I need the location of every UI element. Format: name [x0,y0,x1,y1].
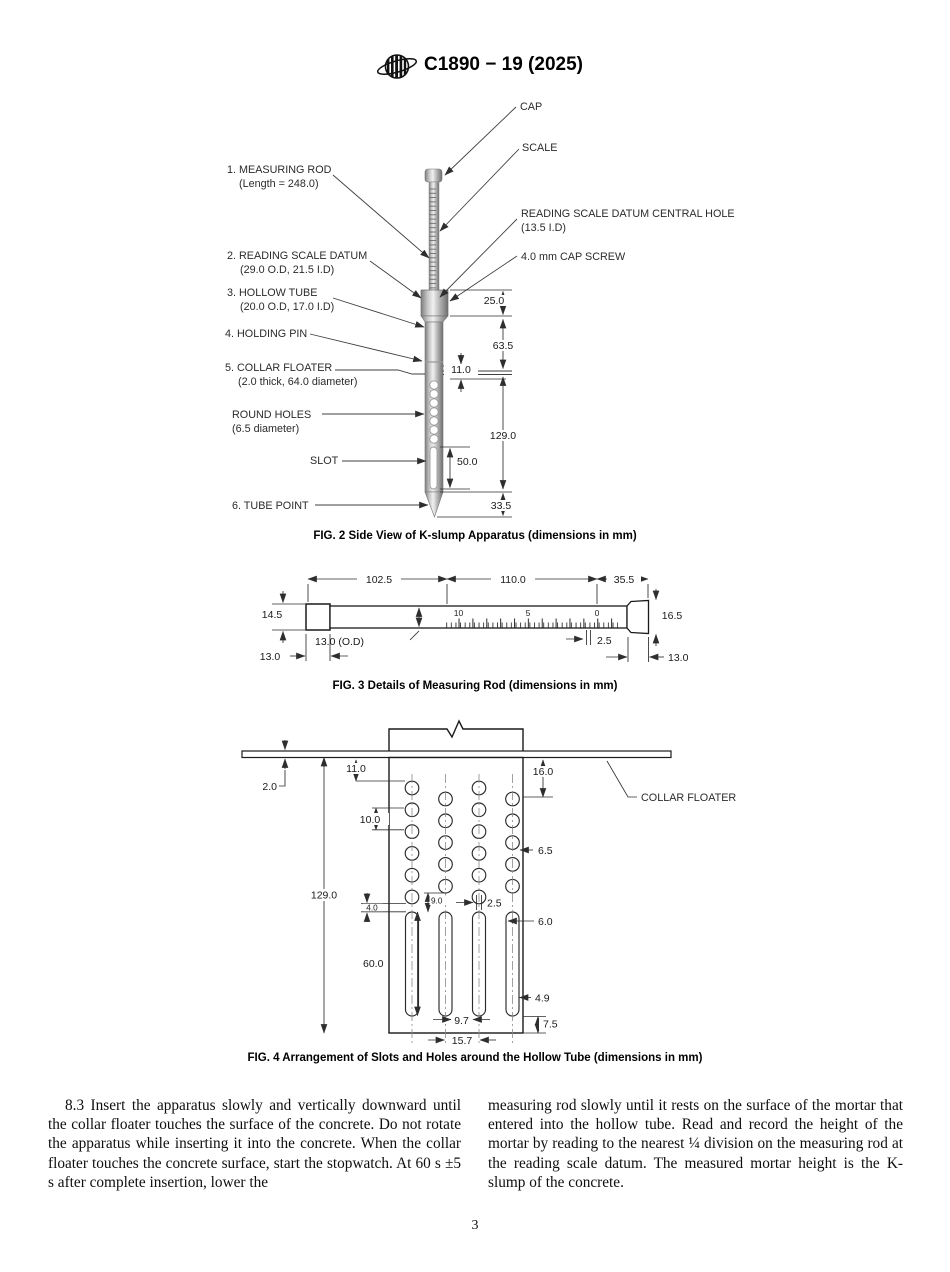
fig4-slots-holes-drawing: 2.0 11.0 16.0 10.0 129.0 6.5 4.0 9.0 2.5… [241,719,736,1047]
fig4-dim-2-5: 2.5 [487,898,502,910]
fig4-dim-9-7: 9.7 [454,1015,469,1027]
fig2-label-measuring-rod-sub: (Length = 248.0) [239,178,319,190]
body-text-right-column: measuring rod slowly until it rests on t… [488,1097,903,1191]
fig2-label-reading-datum: 2. READING SCALE DATUM [227,250,367,262]
fig3-scale-5: 5 [526,608,531,618]
fig4-dim-4: 4.0 [366,904,378,913]
fig2-dim-129: 129.0 [490,430,516,442]
fig4-collar-floater-bar [241,750,672,759]
fig3-dim-14-5: 14.5 [262,609,283,621]
fig4-dim-11: 11.0 [346,763,366,775]
fig3-scale-10: 10 [454,608,464,618]
fig2-dim-25: 25.0 [484,295,505,307]
fig2-label-cap: CAP [520,101,542,113]
fig2-label-holding-pin: 4. HOLDING PIN [225,328,307,340]
fig2-label-round-holes: ROUND HOLES [232,409,311,421]
fig4-centerlines [411,774,513,1046]
fig4-dim-2: 2.0 [262,781,277,793]
fig2-label-collar-floater: 5. COLLAR FLOATER [225,362,332,374]
page-number: 3 [471,1218,479,1233]
fig3-dim-35-5: 35.5 [614,574,635,586]
body-text-left-column: 8.3 Insert the apparatus slowly and vert… [48,1097,461,1191]
fig2-slot-shape [429,446,438,490]
fig2-labels: CAP SCALE 1. MEASURING ROD (Length = 248… [225,101,735,512]
fig2-caption: FIG. 2 Side View of K-slump Apparatus (d… [313,530,637,542]
fig4-dimension-values: 2.0 11.0 16.0 10.0 129.0 6.5 4.0 9.0 2.5… [262,763,736,1047]
fig4-dim-15-7: 15.7 [452,1035,473,1047]
fig2-label-tube-point: 6. TUBE POINT [232,500,309,512]
fig4-dimension-lines [279,740,637,1044]
fig2-tube-point-shape [424,491,444,518]
fig3-dim-2-5: 2.5 [597,635,612,647]
fig4-dim-6: 6.0 [538,916,553,928]
fig3-dim-110: 110.0 [500,574,526,586]
fig4-label-collar-floater: COLLAR FLOATER [641,792,736,804]
fig3-dim-102-5: 102.5 [366,574,392,586]
fig2-label-hollow-tube-sub: (20.0 O.D, 17.0 I.D) [240,301,334,313]
fig2-dimension-values: 25.0 63.5 11.0 129.0 50.0 33.5 [451,295,516,512]
fig2-dim-50: 50.0 [457,456,478,468]
fig3-dim-16-5: 16.5 [662,610,683,622]
fig2-label-measuring-rod: 1. MEASURING ROD [227,164,332,176]
fig3-dim-13-bottom-right: 13.0 [668,652,689,664]
fig4-dim-16: 16.0 [533,766,554,778]
fig3-measuring-rod-drawing: 10 5 0 [260,573,689,664]
fig3-scale-0: 0 [595,608,600,618]
fig4-dim-4-9: 4.9 [535,993,550,1005]
fig3-dimension-values: 102.5 110.0 35.5 14.5 13.0 13.0 (O.D) 2.… [260,574,689,664]
fig2-label-datum-hole: READING SCALE DATUM CENTRAL HOLE [521,208,735,220]
fig2-label-round-holes-sub: (6.5 diameter) [232,423,299,435]
fig4-tube-outline [241,719,672,1034]
fig2-round-holes [429,380,439,444]
fig4-dim-7-5: 7.5 [543,1019,558,1031]
fig3-dimension-lines [272,573,664,662]
fig2-side-view-drawing: CAP SCALE 1. MEASURING ROD (Length = 248… [225,101,735,518]
fig2-label-collar-floater-sub: (2.0 thick, 64.0 diameter) [238,376,357,388]
fig2-dim-11: 11.0 [451,364,471,376]
fig4-dim-9: 9.0 [431,897,443,906]
fig2-dim-63-5: 63.5 [493,340,514,352]
fig4-dim-129: 129.0 [311,890,337,902]
fig2-label-scale: SCALE [522,142,557,154]
fig3-rod: 10 5 0 [305,599,650,635]
fig3-caption: FIG. 3 Details of Measuring Rod (dimensi… [332,680,618,692]
fig2-label-reading-datum-sub: (29.0 O.D, 21.5 I.D) [240,264,334,276]
standard-code-title: C1890 − 19 (2025) [424,54,583,75]
fig4-caption: FIG. 4 Arrangement of Slots and Holes ar… [247,1052,703,1064]
fig2-label-slot: SLOT [310,455,339,467]
fig2-label-hollow-tube: 3. HOLLOW TUBE [227,287,317,299]
fig2-apparatus [420,168,512,518]
fig2-label-datum-hole-sub: (13.5 I.D) [521,222,566,234]
astm-logo [376,50,418,88]
fig4-dim-60: 60.0 [363,958,384,970]
fig2-dimension-lines [437,289,523,518]
fig2-dim-33-5: 33.5 [491,500,512,512]
fig3-dim-13-od: 13.0 (O.D) [315,636,364,648]
fig2-leader-lines [309,106,520,509]
fig2-label-cap-screw: 4.0 mm CAP SCREW [521,251,626,263]
fig3-dim-13-bottom-left: 13.0 [260,651,281,663]
fig4-dim-10: 10.0 [360,814,381,826]
fig4-dim-6-5: 6.5 [538,845,553,857]
